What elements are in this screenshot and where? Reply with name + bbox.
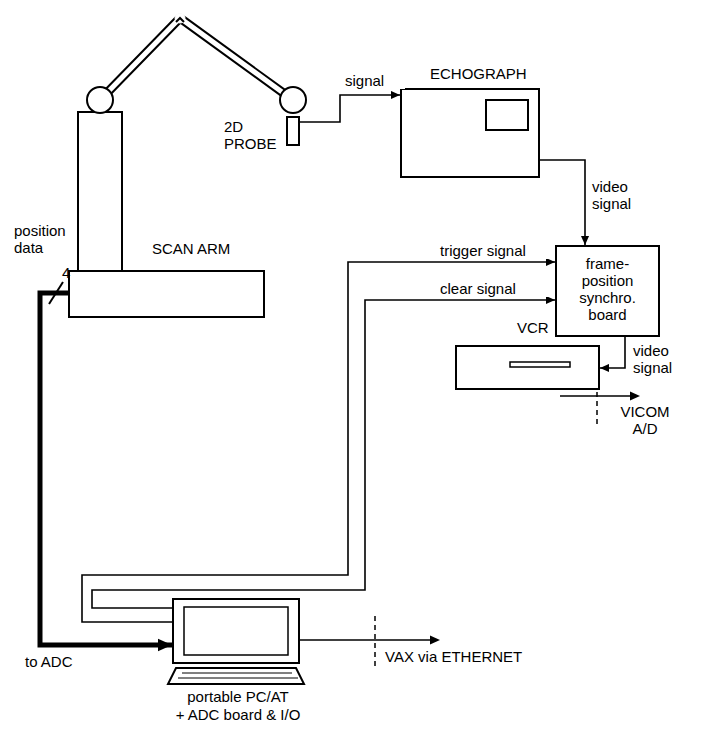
synchro-board: frame- position synchro. board bbox=[555, 245, 660, 337]
arm-apex-line bbox=[176, 18, 184, 22]
arm-apex bbox=[175, 13, 185, 23]
arm-link bbox=[100, 18, 293, 100]
node-label: frame- position synchro. board bbox=[557, 247, 658, 331]
external-system: VAX via ETHERNET bbox=[385, 648, 555, 665]
arm-column bbox=[78, 112, 122, 270]
arm-joint bbox=[280, 87, 306, 113]
pc-keyboard bbox=[168, 668, 304, 684]
signal-label: video signal bbox=[592, 178, 644, 212]
bus-width: 4 bbox=[62, 264, 76, 281]
signal-label: signal bbox=[345, 72, 405, 89]
signal-label: position data bbox=[14, 222, 74, 256]
node-label: SCAN ARM bbox=[152, 240, 262, 257]
interface-dash bbox=[374, 616, 376, 670]
arrow-head bbox=[630, 392, 640, 401]
data-bus bbox=[40, 293, 172, 645]
node-label: 2D PROBE bbox=[224, 118, 282, 152]
signal-label: clear signal bbox=[440, 280, 550, 297]
signal-line bbox=[600, 337, 625, 368]
keyboard-keys bbox=[178, 673, 298, 678]
probe-head: 2D PROBE bbox=[286, 116, 300, 146]
external-system: VICOM A/D bbox=[610, 403, 680, 437]
arm-joint bbox=[87, 87, 113, 113]
arrow-head bbox=[430, 636, 440, 645]
echograph-box: ECHOGRAPH bbox=[400, 88, 540, 178]
echograph-screen bbox=[486, 100, 528, 130]
port-label: to ADC bbox=[25, 653, 95, 670]
signal-line bbox=[82, 262, 555, 622]
signal-line bbox=[540, 160, 585, 245]
signal-line bbox=[300, 95, 400, 122]
output-arrow bbox=[560, 395, 632, 397]
node-label: + ADC board & I/O bbox=[144, 706, 332, 723]
vcr-box: VCR bbox=[455, 345, 600, 390]
signal-label: video signal bbox=[633, 342, 689, 376]
pc-screen bbox=[184, 607, 288, 655]
vcr-slot bbox=[510, 362, 570, 367]
node-label: portable PC/AT bbox=[144, 688, 332, 705]
scan-arm-base: SCAN ARM bbox=[68, 270, 265, 318]
interface-dash bbox=[596, 392, 598, 428]
arm-link-inner bbox=[100, 18, 293, 100]
output-arrow bbox=[300, 639, 432, 641]
node-label: ECHOGRAPH bbox=[430, 65, 560, 82]
signal-label: trigger signal bbox=[440, 242, 550, 259]
portable-pc: portable PC/AT+ ADC board & I/O bbox=[172, 598, 300, 664]
node-label: VCR bbox=[517, 319, 557, 336]
